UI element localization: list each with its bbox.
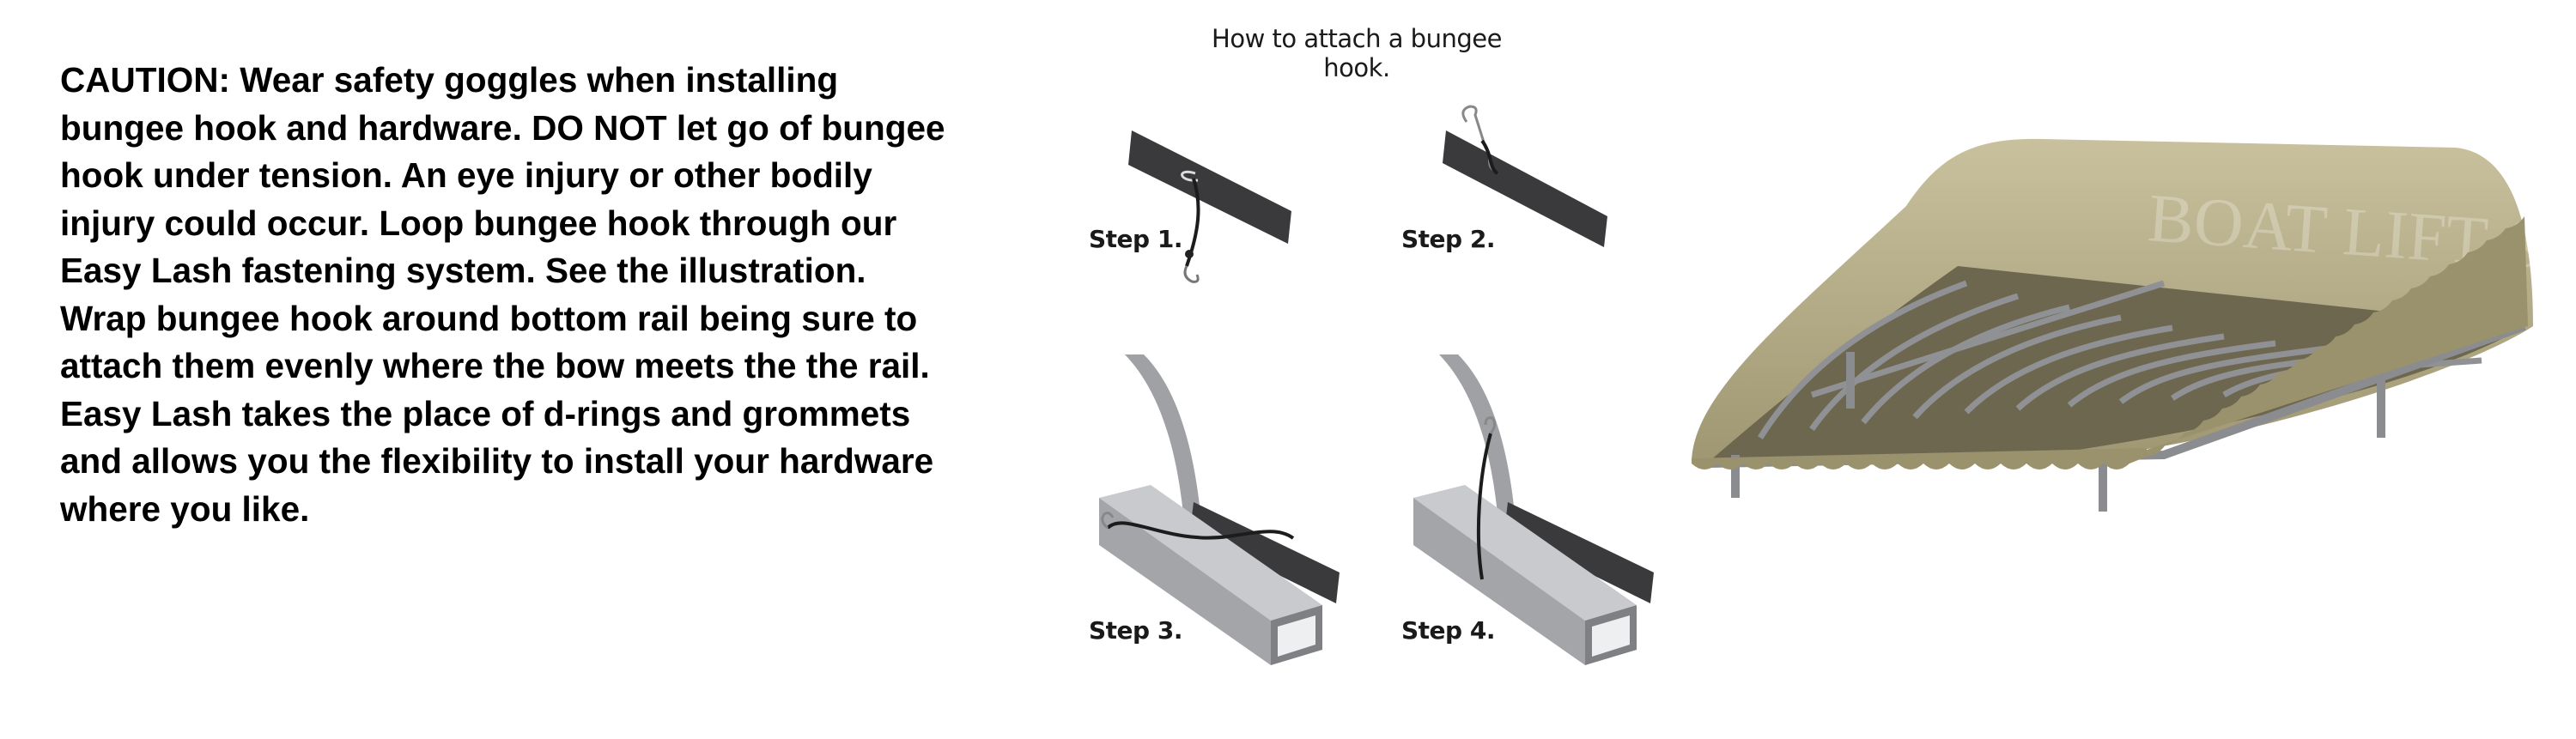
hook-icon (1101, 512, 1115, 530)
caution-line: Easy Lash fastening system. See the illu… (60, 251, 866, 290)
bungee-cord (1106, 521, 1295, 540)
bungee-cord (1476, 433, 1492, 580)
caution-line: and allows you the flexibility to instal… (60, 441, 934, 481)
valance-side (2147, 216, 2528, 457)
step-3-illustration (1099, 354, 1340, 665)
step-1-illustration (1128, 130, 1291, 283)
caution-line: CAUTION: Wear safety goggles when instal… (60, 60, 839, 100)
rail-top (1099, 485, 1322, 621)
caution-text: CAUTION: Wear safety goggles when instal… (60, 57, 1056, 533)
canopy-illustration: BOAT LIFT & CANOPY (1692, 138, 2550, 512)
caution-line: hook under tension. An eye injury or oth… (60, 155, 872, 195)
caution-line: attach them evenly where the bow meets t… (60, 346, 930, 385)
caution-line: injury could occur. Loop bungee hook thr… (60, 203, 897, 243)
step-4-label: Step 4. (1401, 616, 1495, 645)
caution-line: bungee hook and hardware. DO NOT let go … (60, 107, 945, 148)
step-1-label: Step 1. (1089, 225, 1182, 253)
bungee-cord (1480, 139, 1499, 175)
step-2-label: Step 2. (1401, 225, 1495, 253)
rail-top (1413, 485, 1637, 621)
frame-legs (1731, 352, 2385, 512)
step-4-illustration (1413, 354, 1654, 665)
diagram-title: How to attach a bungee hook. (1212, 24, 1502, 82)
valance-front (1692, 448, 2147, 469)
hook-icon (1484, 416, 1497, 434)
canopy-underside (1709, 266, 2524, 462)
step-3-label: Step 3. (1089, 616, 1182, 645)
caution-line: Easy Lash takes the place of d-rings and… (60, 393, 911, 433)
hook-icon (1183, 265, 1200, 283)
step-2-illustration (1443, 105, 1607, 247)
caution-line: Wrap bungee hook around bottom rail bein… (60, 298, 918, 338)
easy-lash-strap (1190, 502, 1340, 603)
easy-lash-strap (1504, 502, 1654, 603)
caution-line: where you like. (60, 488, 310, 529)
